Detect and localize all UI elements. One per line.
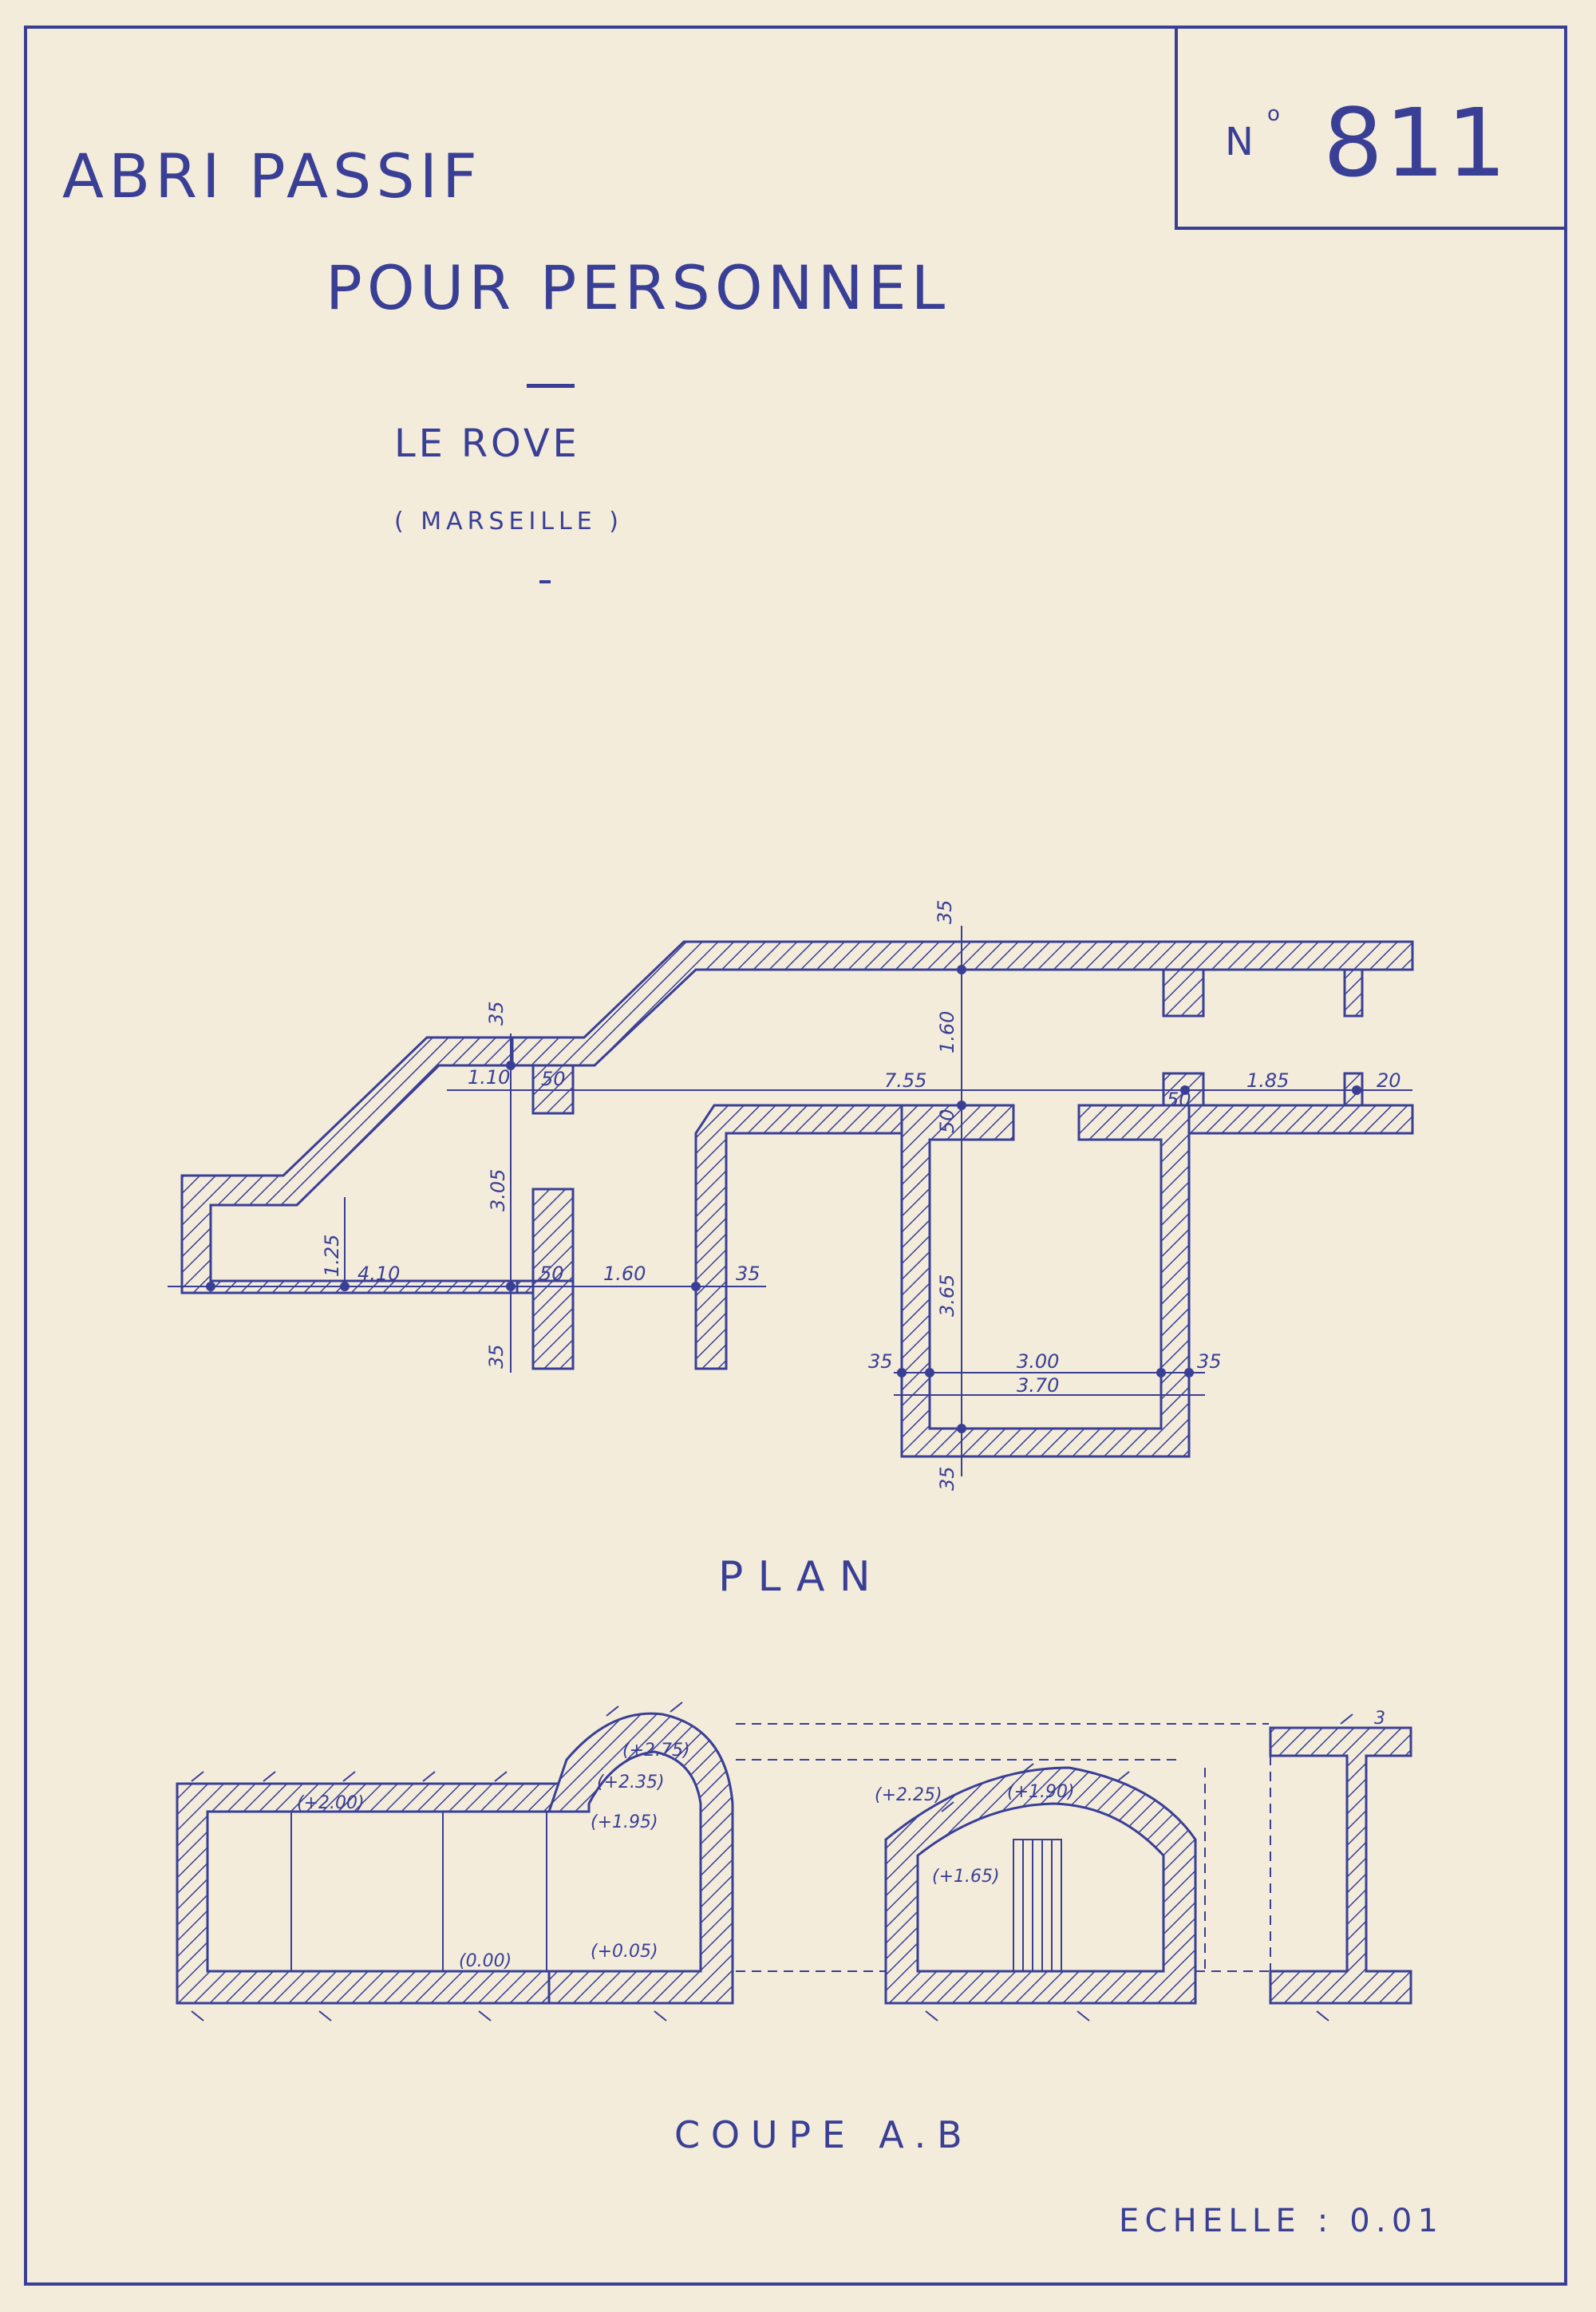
dim-wall-50-b: 50 [1167, 1089, 1191, 1111]
plan-dimension-lines [168, 926, 1412, 1476]
level-chamber-crown: (+1.90) [1007, 1782, 1075, 1802]
section-interior-lines [290, 1723, 1271, 1972]
title-divider [527, 384, 575, 388]
drawing-number-box [1175, 26, 1567, 230]
plan-dimension-labels: 35 35 1.60 1.10 50 7.55 50 50 1.85 20 3.… [321, 899, 1401, 1491]
title-line-2: POUR PERSONNEL [326, 252, 950, 323]
region-divider [539, 580, 551, 583]
dim-wall-50-c: 50 [936, 1109, 958, 1133]
dim-wall-50-a: 50 [541, 1068, 566, 1090]
dim-alcove-height: 1.25 [321, 1235, 343, 1277]
location-name: LE ROVE [394, 421, 580, 466]
dim-left-top-wall: 35 [485, 1001, 508, 1026]
dim-right-span: 1.85 [1246, 1069, 1289, 1092]
ground-marks [191, 1701, 1353, 2022]
dim-chamber-wall-left: 35 [868, 1350, 893, 1373]
dim-corridor-length: 7.55 [884, 1069, 926, 1092]
level-vault-top: (+2.75) [622, 1741, 690, 1761]
level-right-top: 3 [1374, 1709, 1385, 1729]
dim-chamber-bottom-wall: 35 [936, 1466, 958, 1491]
dim-chamber-inner-width: 3.00 [1017, 1350, 1059, 1373]
plan-right-corridor-lower [1187, 1104, 1414, 1135]
dim-left-length: 4.10 [358, 1263, 400, 1285]
chamber-door [1013, 1839, 1062, 1972]
drawing-number: 811 [1323, 88, 1509, 198]
section-level-labels: (+2.00) (0.00) (+2.75) (+2.35) (+1.95) (… [297, 1709, 1385, 1971]
dim-passage-width: 1.60 [603, 1263, 646, 1285]
sheet-border [24, 26, 1567, 2286]
dim-left-height: 3.05 [487, 1169, 509, 1211]
section-right-fragment [1269, 1726, 1412, 2005]
dim-top-wall: 35 [934, 899, 956, 924]
dim-chamber-outer-width: 3.70 [1017, 1374, 1059, 1397]
region-name: ( MARSEILLE ) [394, 508, 623, 536]
dim-corridor-width: 1.60 [936, 1011, 958, 1053]
level-chamber-outer: (+2.25) [875, 1785, 942, 1805]
level-vault-floor: (+0.05) [591, 1942, 658, 1962]
drawing-number-degree: o [1267, 102, 1282, 126]
floor-plan [180, 940, 1414, 1458]
plan-right-pier-a [1162, 968, 1205, 1018]
level-left-ceiling: (+2.00) [297, 1793, 365, 1813]
dim-bottom-wall-left: 35 [485, 1344, 508, 1369]
section-vault [547, 1712, 734, 2005]
plan-right-pier-c [1343, 968, 1364, 1018]
dim-left-depth: 1.10 [468, 1066, 510, 1089]
section-view [176, 1712, 1412, 2005]
dim-passage-wall: 35 [736, 1263, 760, 1285]
level-vault-spring: (+1.95) [591, 1812, 658, 1832]
dim-right-wall: 20 [1377, 1069, 1401, 1092]
level-vault-inner: (+2.35) [597, 1773, 665, 1792]
title-line-1: ABRI PASSIF [62, 140, 482, 211]
level-chamber-spring: (+1.65) [932, 1867, 1000, 1887]
plan-label: PLAN [718, 1553, 885, 1601]
section-label: COUPE A.B [674, 2113, 974, 2156]
plan-dimension-dots [206, 965, 1361, 1433]
dim-chamber-wall-right: 35 [1197, 1350, 1222, 1373]
plan-pier-lower [531, 1279, 575, 1370]
plan-pier-middle [531, 1188, 575, 1282]
plan-passage-wall [694, 1104, 927, 1370]
section-chamber [884, 1766, 1197, 2005]
plan-left-room-walls [180, 1036, 519, 1294]
plan-chamber-walls [900, 1104, 1191, 1458]
dim-chamber-depth: 3.65 [936, 1275, 958, 1317]
dim-wall-50-d: 50 [539, 1263, 564, 1285]
scale-label: ECHELLE : 0.01 [1119, 2203, 1444, 2239]
level-left-floor: (0.00) [459, 1951, 512, 1971]
section-left-shelter [176, 1782, 578, 2005]
drawing-number-prefix: N [1225, 120, 1257, 164]
